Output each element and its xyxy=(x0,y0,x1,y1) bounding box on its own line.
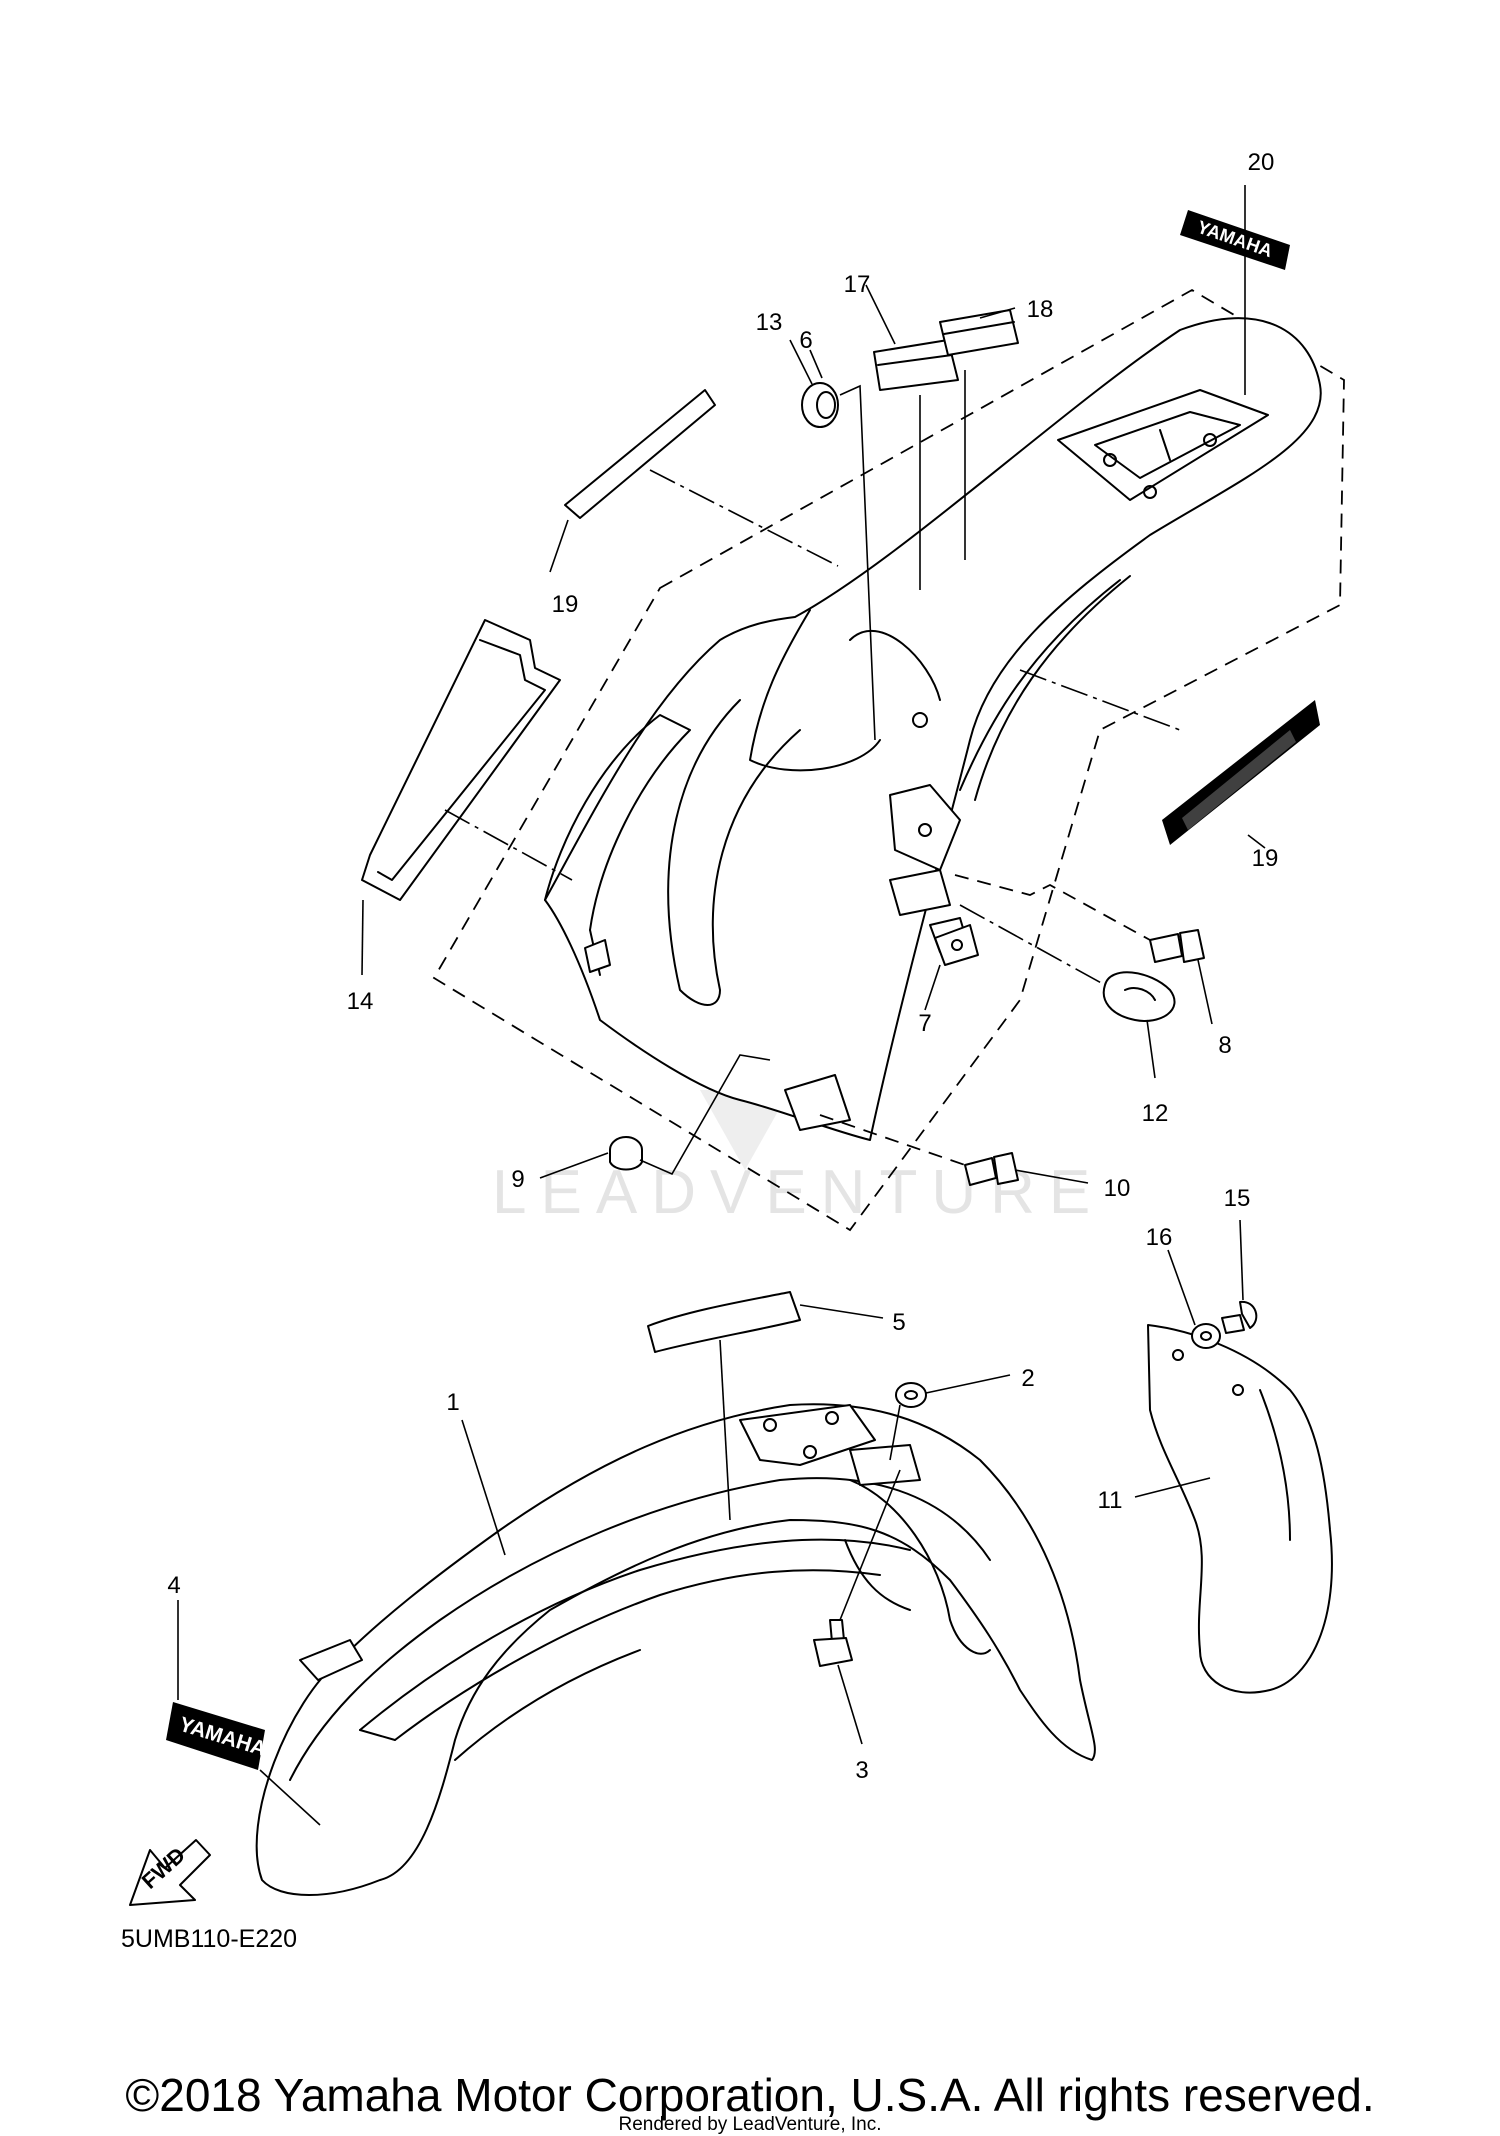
label-20: 20 xyxy=(1248,149,1275,176)
mud-flap-11 xyxy=(1147,1324,1333,1694)
label-15: 15 xyxy=(1224,1185,1251,1212)
strip-19-top xyxy=(564,389,716,519)
label-3: 3 xyxy=(855,1757,868,1784)
label-19-right: 19 xyxy=(1252,845,1279,872)
copyright-notice: ©2018 Yamaha Motor Corporation, U.S.A. A… xyxy=(125,2069,1375,2121)
grommet-13 xyxy=(801,382,839,428)
label-1: 1 xyxy=(446,1389,459,1416)
bolt-3 xyxy=(813,1619,853,1667)
nut-7 xyxy=(934,924,979,966)
bolt-8 xyxy=(1149,929,1205,963)
pad-17 xyxy=(873,339,959,391)
fwd-arrow: FWD xyxy=(129,1839,211,1906)
front-fender xyxy=(255,1403,1096,1896)
part-labels: 20 17 18 13 6 19 19 14 7 8 12 9 10 15 16… xyxy=(121,149,1278,1953)
rear-fender-assembly xyxy=(432,288,1345,1232)
label-5: 5 xyxy=(892,1309,905,1336)
bolt-10 xyxy=(964,1152,1019,1186)
label-10: 10 xyxy=(1104,1175,1131,1202)
front-fender-body xyxy=(255,1403,1096,1896)
grommet-12 xyxy=(1102,971,1176,1022)
label-12: 12 xyxy=(1142,1100,1169,1127)
label-14: 14 xyxy=(347,988,374,1015)
leader-lines xyxy=(177,185,1266,1826)
label-13: 13 xyxy=(756,309,783,336)
label-18: 18 xyxy=(1027,296,1054,323)
decal-19-right xyxy=(1162,700,1320,845)
label-17: 17 xyxy=(844,271,871,298)
rendered-by-notice: Rendered by LeadVenture, Inc. xyxy=(618,2114,882,2135)
screw-15 xyxy=(1221,1300,1258,1334)
label-19-top: 19 xyxy=(552,591,579,618)
diagram-code: 5UMB110-E220 xyxy=(121,1925,297,1953)
label-6: 6 xyxy=(799,327,812,354)
label-4: 4 xyxy=(167,1572,180,1599)
label-9: 9 xyxy=(511,1166,524,1193)
decal-4: YAMAHA xyxy=(166,1702,269,1770)
washer-16 xyxy=(1191,1323,1221,1349)
side-cover-14 xyxy=(361,619,561,901)
label-16: 16 xyxy=(1146,1224,1173,1251)
pad-18 xyxy=(939,309,1019,356)
grommet-2 xyxy=(895,1382,927,1408)
collar-9 xyxy=(609,1136,643,1171)
strip-5 xyxy=(647,1291,801,1353)
svg-text:YAMAHA: YAMAHA xyxy=(1195,217,1275,261)
label-7: 7 xyxy=(918,1010,931,1037)
label-11: 11 xyxy=(1098,1487,1123,1514)
decal-20: YAMAHA xyxy=(1180,210,1290,270)
label-2: 2 xyxy=(1021,1365,1034,1392)
label-8: 8 xyxy=(1218,1032,1231,1059)
